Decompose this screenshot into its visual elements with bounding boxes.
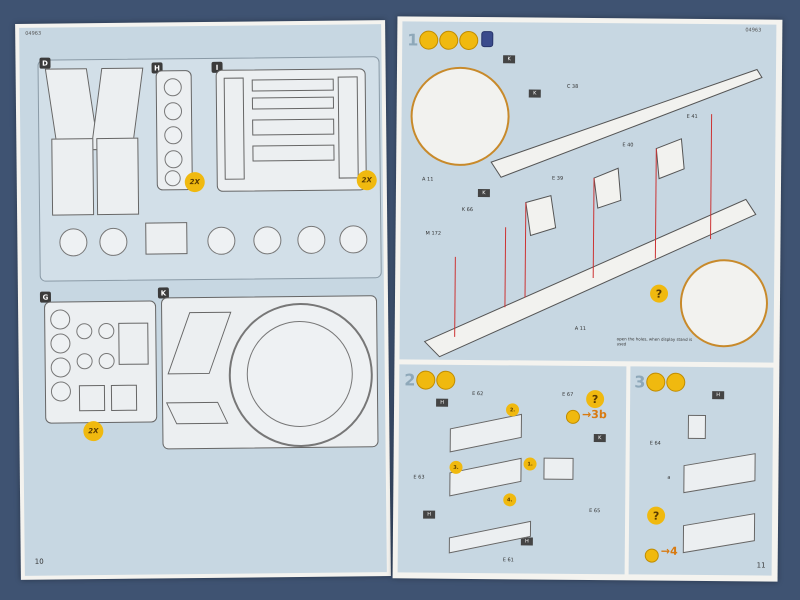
left-page-number: 10 [34, 557, 44, 566]
right-page: 04963 1 K K K C 38 E 41 E 40 E 39 K 66 A… [392, 16, 783, 582]
sprue-g-small-wheel [76, 323, 93, 340]
part-label: E 63 [413, 474, 425, 481]
reference-step-label: 3b [591, 408, 607, 422]
decal-icon [644, 548, 659, 563]
part-label: E 65 [589, 508, 601, 515]
bulkhead-part [655, 138, 685, 180]
step-number-3: 3 [634, 372, 646, 392]
sprue-h-wheel [163, 78, 182, 97]
hull-deck-part [423, 198, 757, 358]
sprue-g-wheel [50, 333, 71, 354]
flag-h: H [436, 398, 449, 407]
glue-icon [416, 370, 436, 390]
bulkhead-part [593, 167, 622, 209]
sprue-g-part [118, 322, 149, 365]
sprue-i-part [223, 77, 245, 180]
display-stand-note: open the holes, when display stand is us… [616, 336, 693, 347]
display-stand-inner [246, 320, 354, 428]
step1-diagram [423, 68, 763, 358]
sprue-g-part [78, 385, 106, 412]
assembly-arrow [654, 148, 657, 259]
multiplier-badge: 2X [356, 170, 377, 191]
cut-icon [666, 372, 686, 392]
part-label: E 67 [562, 391, 574, 398]
left-header-code: 04963 [25, 30, 42, 37]
reference-step-label: 4 [669, 544, 678, 558]
decal-icon [565, 409, 581, 424]
part-label: E 64 [649, 440, 661, 447]
sprue-round-part [207, 226, 236, 255]
assembly-arrow [524, 202, 527, 298]
reference-step: →3b [581, 407, 607, 422]
part-label: E 40 [622, 142, 634, 149]
sprue-i-part [337, 76, 359, 179]
sprue-d-part [145, 222, 188, 255]
step-number-2: 2 [404, 370, 416, 390]
sprue-round-part [297, 225, 326, 255]
sprue-h-wheel [164, 170, 181, 187]
sprue-h-wheel [164, 150, 183, 169]
sprue-g-part [110, 384, 138, 411]
glue-icon [646, 372, 666, 392]
flag-k: K [593, 434, 606, 443]
substep-badge: 3. [449, 460, 463, 474]
sprue-g-wheel [50, 309, 71, 330]
sprue-round-part [253, 226, 282, 255]
sprue-d-part [96, 137, 140, 216]
sprue-h-wheel [164, 126, 183, 145]
sprue-d-round-part [99, 227, 128, 257]
flag-k: K [503, 55, 516, 64]
part-label: E 41 [686, 113, 698, 120]
question-icon: ? [649, 284, 669, 303]
part-label: M 172 [425, 230, 442, 237]
part-label: A 11 [422, 176, 434, 183]
sprue-g-small-wheel [98, 352, 115, 370]
sprue-i-part [252, 144, 335, 162]
part-label: K 66 [461, 206, 474, 213]
flag-k: K [528, 89, 541, 98]
section-label-d: D [39, 57, 51, 69]
assembly-arrow [710, 114, 713, 240]
flag-k: K [477, 189, 490, 198]
sprue-i-part [252, 118, 335, 136]
flag-h: H [520, 537, 533, 546]
cut-icon [436, 370, 456, 390]
sprue-d-part [51, 138, 95, 216]
question-icon: ? [586, 389, 605, 409]
part-label: a [667, 474, 671, 481]
sprue-i-part [251, 78, 334, 92]
sprue-g-small-wheel [76, 353, 93, 370]
left-page: 04963 D H 2X I 2X G 2X K 10 [15, 20, 391, 580]
question-icon: ? [647, 506, 666, 525]
flag-h: H [712, 391, 725, 400]
assembly-part [687, 414, 706, 440]
stand-arm-part [165, 401, 229, 425]
substep-badge: 2. [505, 403, 520, 417]
assembly-arrow [454, 256, 456, 337]
sprue-d-round-part [59, 228, 88, 257]
part-label: E 62 [472, 390, 484, 398]
multiplier-badge: 2X [83, 421, 104, 442]
sprue-g-wheel [50, 381, 72, 402]
part-label: E 61 [502, 557, 514, 564]
part-label: A 11 [574, 325, 587, 332]
reference-step: →4 [660, 544, 678, 558]
substep-badge: 1. [523, 457, 537, 471]
flag-h: H [423, 510, 436, 519]
sprue-i-part [251, 96, 335, 110]
multiplier-badge: 2X [184, 171, 205, 193]
hull-upper-part [490, 68, 763, 178]
assembly-arrow [504, 227, 507, 308]
sprue-g-wheel [50, 357, 71, 378]
sprue-h-wheel [163, 102, 183, 121]
part-label: E 39 [552, 175, 564, 182]
part-label: C 38 [566, 83, 579, 90]
right-page-number: 11 [756, 561, 766, 570]
assembly-part [543, 457, 574, 480]
bulkhead-part [525, 195, 557, 237]
sprue-round-part [339, 225, 368, 254]
substep-badge: 4. [503, 493, 517, 507]
assembly-arrow [592, 178, 595, 279]
sprue-g-small-wheel [98, 322, 115, 340]
